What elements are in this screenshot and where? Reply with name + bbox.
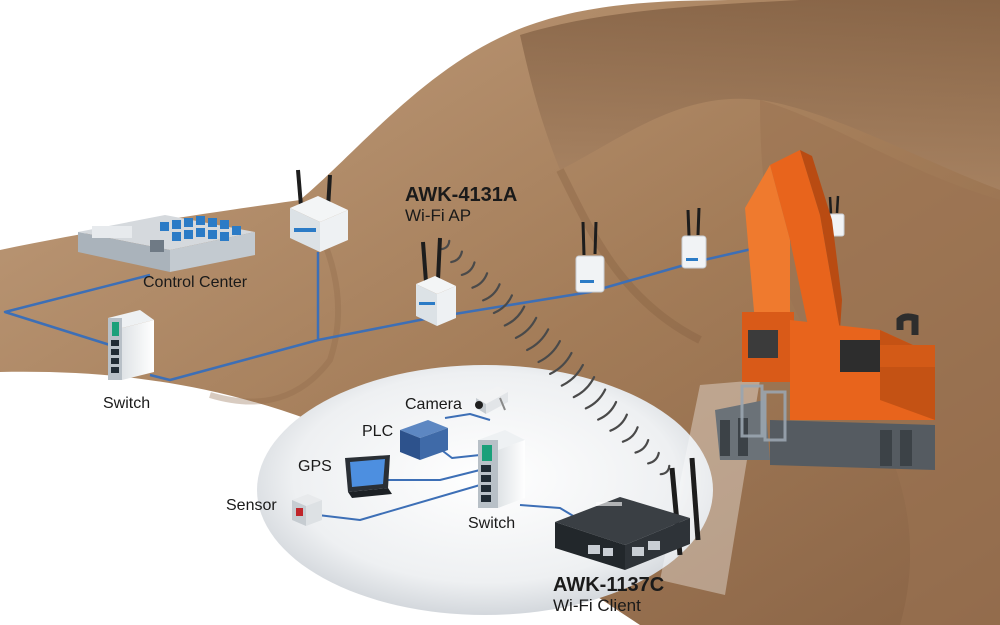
- label-main-switch: Switch: [103, 395, 151, 412]
- label-access-point: AWK-4131A Wi-Fi AP: [405, 184, 517, 226]
- main-switch-device: [108, 310, 154, 380]
- access-point-model: AWK-4131A: [405, 184, 518, 206]
- wifi-signal-arc: [597, 400, 618, 421]
- excavator: [715, 150, 935, 470]
- access-point-device: [681, 207, 707, 269]
- sensor-device: [292, 494, 322, 526]
- wifi-signal-arc: [460, 261, 476, 276]
- access-point-role: Wi-Fi AP: [405, 206, 472, 225]
- label-gps: GPS: [298, 458, 332, 475]
- wifi-signal-arc: [526, 328, 550, 352]
- wifi-signal-arc: [647, 451, 660, 465]
- wifi-signal-arc: [471, 272, 489, 289]
- wifi-signal-arc: [439, 239, 451, 251]
- camera-device: [475, 386, 508, 414]
- wifi-signal-arc: [482, 283, 501, 302]
- access-point-device: [575, 221, 605, 293]
- vehicle-switch-device: [478, 430, 525, 508]
- wifi-signal-arc: [621, 426, 639, 443]
- label-plc: PLC: [362, 423, 394, 440]
- wifi-signal-arc: [659, 464, 671, 476]
- wifi-signal-arc: [634, 439, 650, 454]
- control-center-building: [78, 215, 255, 272]
- wifi-signal-arc: [560, 363, 584, 387]
- wifi-signal-waves: [439, 239, 671, 476]
- label-vehicle-switch: Switch: [468, 515, 516, 532]
- wifi-client-device: [555, 457, 701, 570]
- plc-device: [400, 420, 448, 460]
- wifi-client-role: Wi-Fi Client: [553, 596, 641, 615]
- wifi-signal-arc: [492, 294, 513, 315]
- wifi-signal-arc: [503, 305, 526, 327]
- label-wifi-client: AWK-1137C Wi-Fi Client: [553, 574, 664, 616]
- label-sensor: Sensor: [226, 497, 277, 514]
- gps-device: [345, 455, 392, 498]
- wifi-signal-arc: [609, 413, 628, 432]
- access-point-device: [416, 237, 456, 326]
- wifi-signal-arc: [549, 351, 573, 375]
- wifi-signal-arc: [537, 340, 561, 364]
- label-camera: Camera: [405, 396, 462, 413]
- label-control-center: Control Center: [143, 274, 248, 291]
- wifi-signal-arc: [572, 376, 596, 399]
- wifi-signal-arc: [450, 250, 463, 264]
- access-point-device: [290, 169, 348, 252]
- wifi-signal-arc: [584, 388, 607, 410]
- wifi-client-model: AWK-1137C: [553, 574, 665, 596]
- wifi-signal-arc: [514, 316, 538, 339]
